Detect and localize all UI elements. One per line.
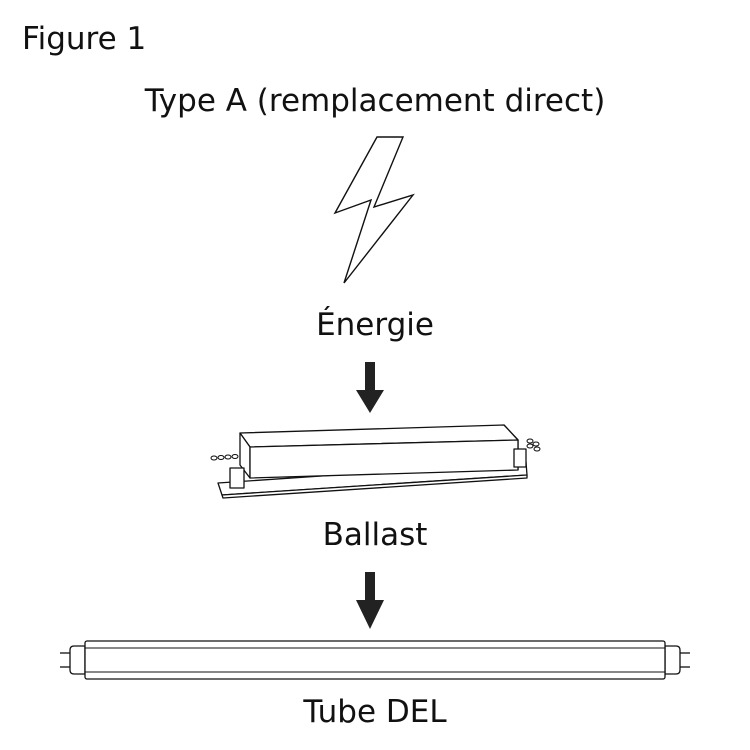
arrow-down-icon [356, 362, 384, 413]
node-label-ballast: Ballast [322, 517, 428, 553]
led-tube-icon [60, 640, 690, 680]
diagram-title: Type A (remplacement direct) [144, 83, 606, 119]
lightning-bolt-icon [333, 136, 415, 284]
node-label-led-tube: Tube DEL [303, 694, 447, 730]
arrow-down-icon [356, 572, 384, 629]
ballast-icon [210, 424, 541, 499]
node-label-energy: Énergie [316, 307, 434, 343]
figure-label: Figure 1 [22, 21, 147, 57]
